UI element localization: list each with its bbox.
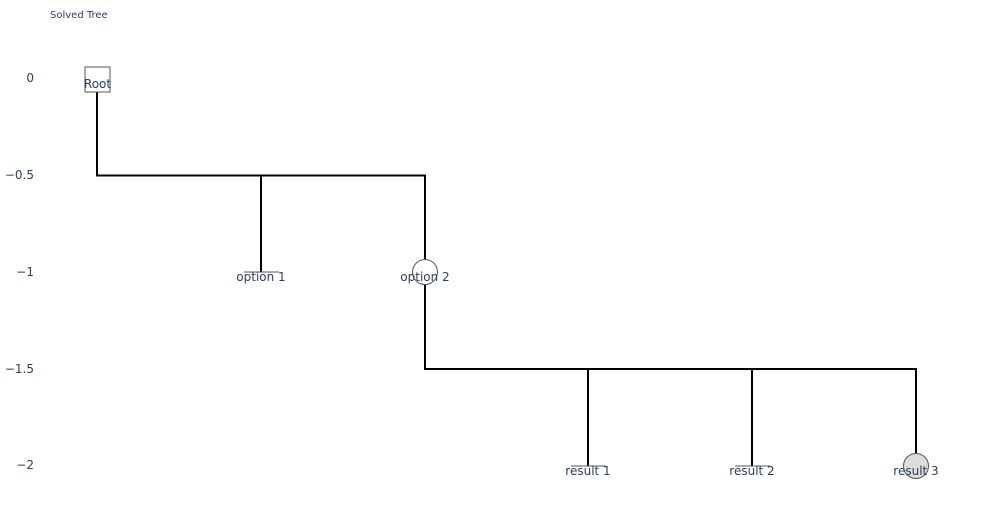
circle-marker-icon — [903, 453, 929, 479]
y-tick-neg2: −2 — [16, 458, 34, 472]
node-option2[interactable]: option 2 — [400, 259, 450, 285]
node-option1[interactable]: option 1 — [236, 270, 285, 284]
node-label-result3: result 3 — [893, 464, 938, 478]
node-result1[interactable]: result 1 — [565, 464, 610, 478]
circle-marker-icon — [412, 259, 438, 285]
y-tick-neg1: −1 — [16, 265, 34, 279]
node-result2[interactable]: result 2 — [729, 464, 774, 478]
edge-option2-result3 — [752, 368, 917, 454]
y-tick-neg0-5: −0.5 — [4, 168, 34, 182]
edge-root-option2 — [261, 174, 426, 260]
node-result3[interactable]: result 3 — [893, 453, 939, 479]
edge-option2-result1 — [424, 285, 589, 466]
node-label-option1: option 1 — [236, 270, 285, 284]
edge-option2-result2 — [588, 368, 753, 466]
node-label-root: Root — [84, 77, 111, 91]
edge-root-option1 — [96, 92, 262, 272]
y-tick-0: 0 — [26, 71, 34, 85]
chart-title: Solved Tree — [50, 10, 108, 21]
square-marker-icon — [84, 66, 111, 93]
node-label-result1: result 1 — [565, 464, 610, 478]
node-label-option2: option 2 — [400, 270, 449, 284]
node-root[interactable]: Root — [84, 66, 111, 93]
edges — [96, 92, 917, 466]
y-tick-neg1-5: −1.5 — [4, 362, 34, 376]
node-label-result2: result 2 — [729, 464, 774, 478]
